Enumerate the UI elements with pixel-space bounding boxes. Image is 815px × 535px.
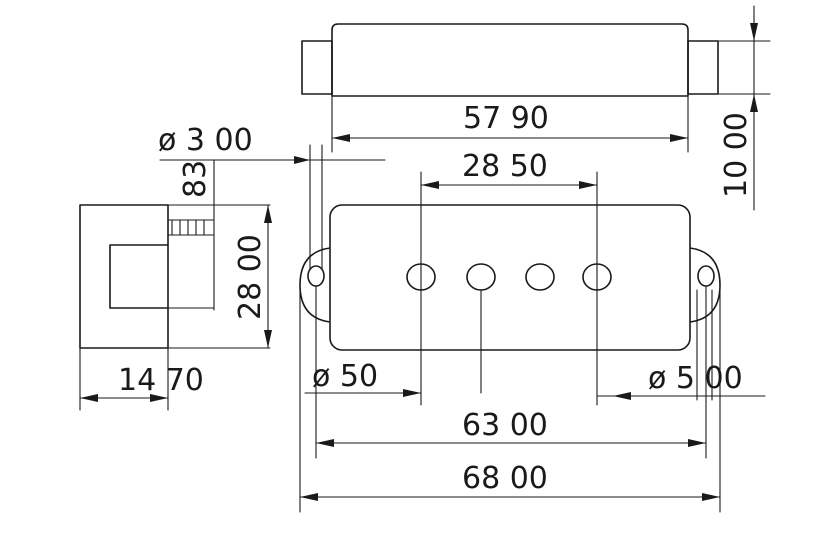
dim-side-width: 28 00 <box>233 204 272 349</box>
front-view-cover <box>329 204 691 351</box>
arrow <box>579 181 597 189</box>
dim-pole-spacing-label: 28 50 <box>462 149 548 184</box>
dim-overall-length: 68 00 <box>299 289 721 513</box>
dim-mount-spacing: 63 00 <box>315 285 707 459</box>
arrow <box>403 389 421 397</box>
arrow <box>332 134 350 142</box>
dim-overall-length-label: 68 00 <box>462 461 548 496</box>
dim-mount-hole-diameter: ø 5 00 <box>596 289 766 401</box>
side-view-body <box>79 204 169 349</box>
top-view-mount-tab-left <box>301 40 333 95</box>
front-view <box>299 204 721 351</box>
dim-mount-spacing-label: 63 00 <box>462 408 548 443</box>
dim-pin-offset: 83 <box>178 159 215 311</box>
arrow <box>294 156 310 164</box>
dim-top-cover-length-label: 57 90 <box>463 101 549 136</box>
dim-top-cover-length: 57 90 <box>331 95 689 153</box>
dim-height: 10 00 <box>717 5 771 211</box>
arrow <box>421 181 439 189</box>
mount-hole-left <box>307 265 325 287</box>
dim-side-depth: 14 70 <box>79 347 204 411</box>
arrow <box>688 439 706 447</box>
side-view-inset <box>109 244 169 309</box>
top-view-cover <box>331 23 689 97</box>
dim-side-width-label: 28 00 <box>233 234 268 320</box>
dim-pole-diameter-label: ø 50 <box>312 359 378 394</box>
arrow <box>316 439 334 447</box>
mount-hole-right <box>697 265 715 287</box>
arrow <box>150 394 168 402</box>
arrow <box>264 205 272 223</box>
arrow <box>300 493 318 501</box>
dim-height-label: 10 00 <box>719 112 754 198</box>
dim-pin-offset-label: 83 <box>178 160 213 198</box>
dim-pin-diameter: ø 3 00 <box>158 123 386 271</box>
dim-pin-diameter-label: ø 3 00 <box>158 123 253 158</box>
arrow <box>670 134 688 142</box>
dim-mount-hole-diameter-label: ø 5 00 <box>648 361 743 396</box>
arrow <box>750 94 758 112</box>
dim-pole-diameter: ø 50 <box>304 289 482 397</box>
arrow <box>264 330 272 348</box>
arrow <box>750 23 758 41</box>
dim-side-depth-label: 14 70 <box>118 363 204 398</box>
pole-piece <box>525 263 555 291</box>
top-view <box>301 23 719 97</box>
dim-pole-spacing: 28 50 <box>420 149 598 406</box>
top-view-mount-tab-right <box>687 40 719 95</box>
arrow <box>80 394 98 402</box>
arrow <box>702 493 720 501</box>
arrow <box>613 392 631 400</box>
